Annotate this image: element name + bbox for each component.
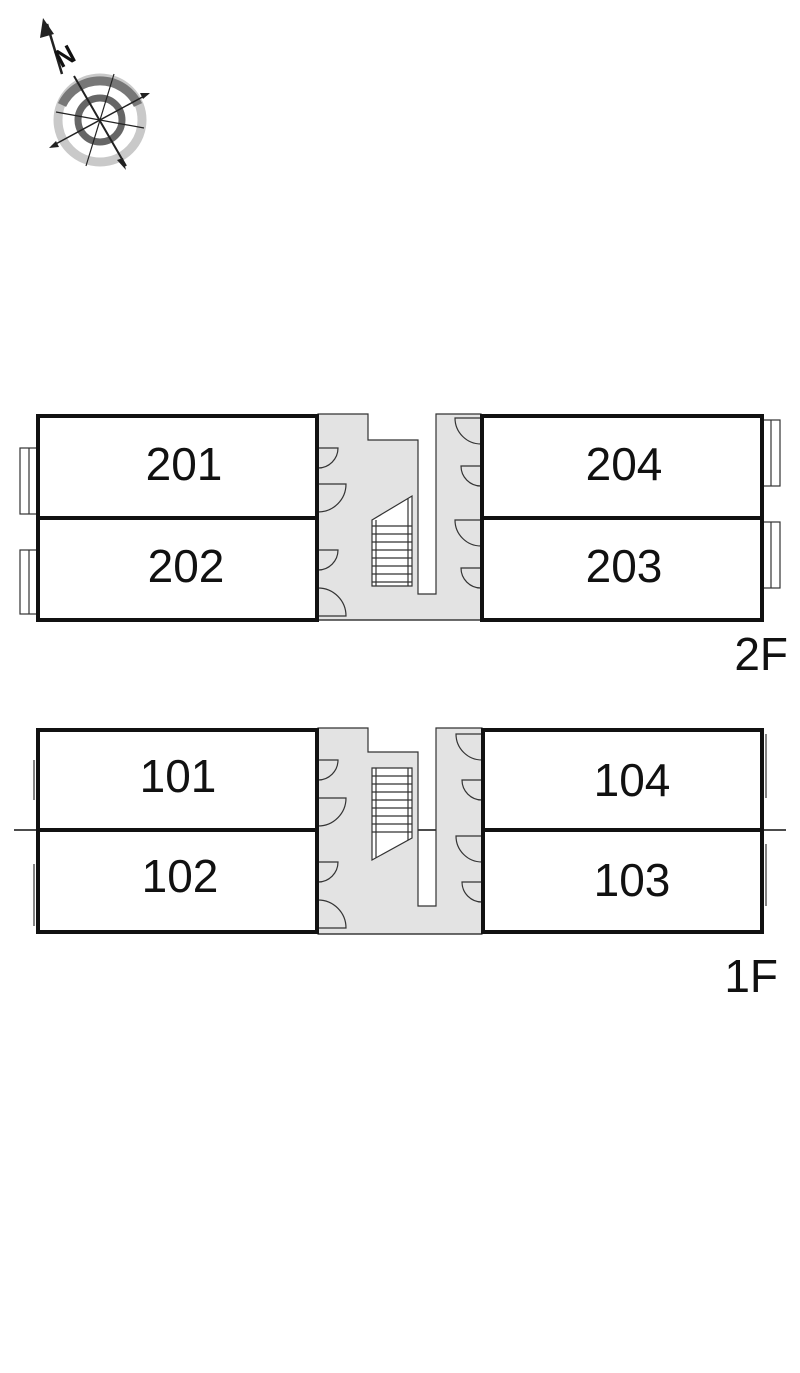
door-icon	[454, 417, 482, 589]
staircase-icon	[371, 494, 413, 587]
unit-label: 203	[586, 540, 663, 592]
floor-2f-plan: 201 202 204 203 2F	[19, 413, 788, 680]
floor-1f-plan: 101 102 104 103 1F	[14, 727, 786, 1002]
unit-103	[481, 828, 764, 934]
door-icon	[455, 733, 483, 903]
north-label: N	[50, 38, 81, 73]
unit-label: 101	[140, 750, 217, 802]
door-icon	[317, 759, 347, 929]
door-icon	[317, 447, 347, 617]
floor-label: 2F	[734, 628, 788, 680]
floor-label: 1F	[724, 950, 778, 1002]
unit-label: 102	[142, 850, 219, 902]
compass-icon: N	[40, 18, 150, 170]
unit-label: 104	[594, 754, 671, 806]
unit-203	[480, 516, 764, 622]
unit-label: 201	[146, 438, 223, 490]
unit-label: 202	[148, 540, 225, 592]
unit-202	[36, 516, 319, 622]
staircase-icon	[371, 767, 413, 862]
unit-102	[36, 828, 319, 934]
unit-label: 204	[586, 438, 663, 490]
unit-label: 103	[594, 854, 671, 906]
